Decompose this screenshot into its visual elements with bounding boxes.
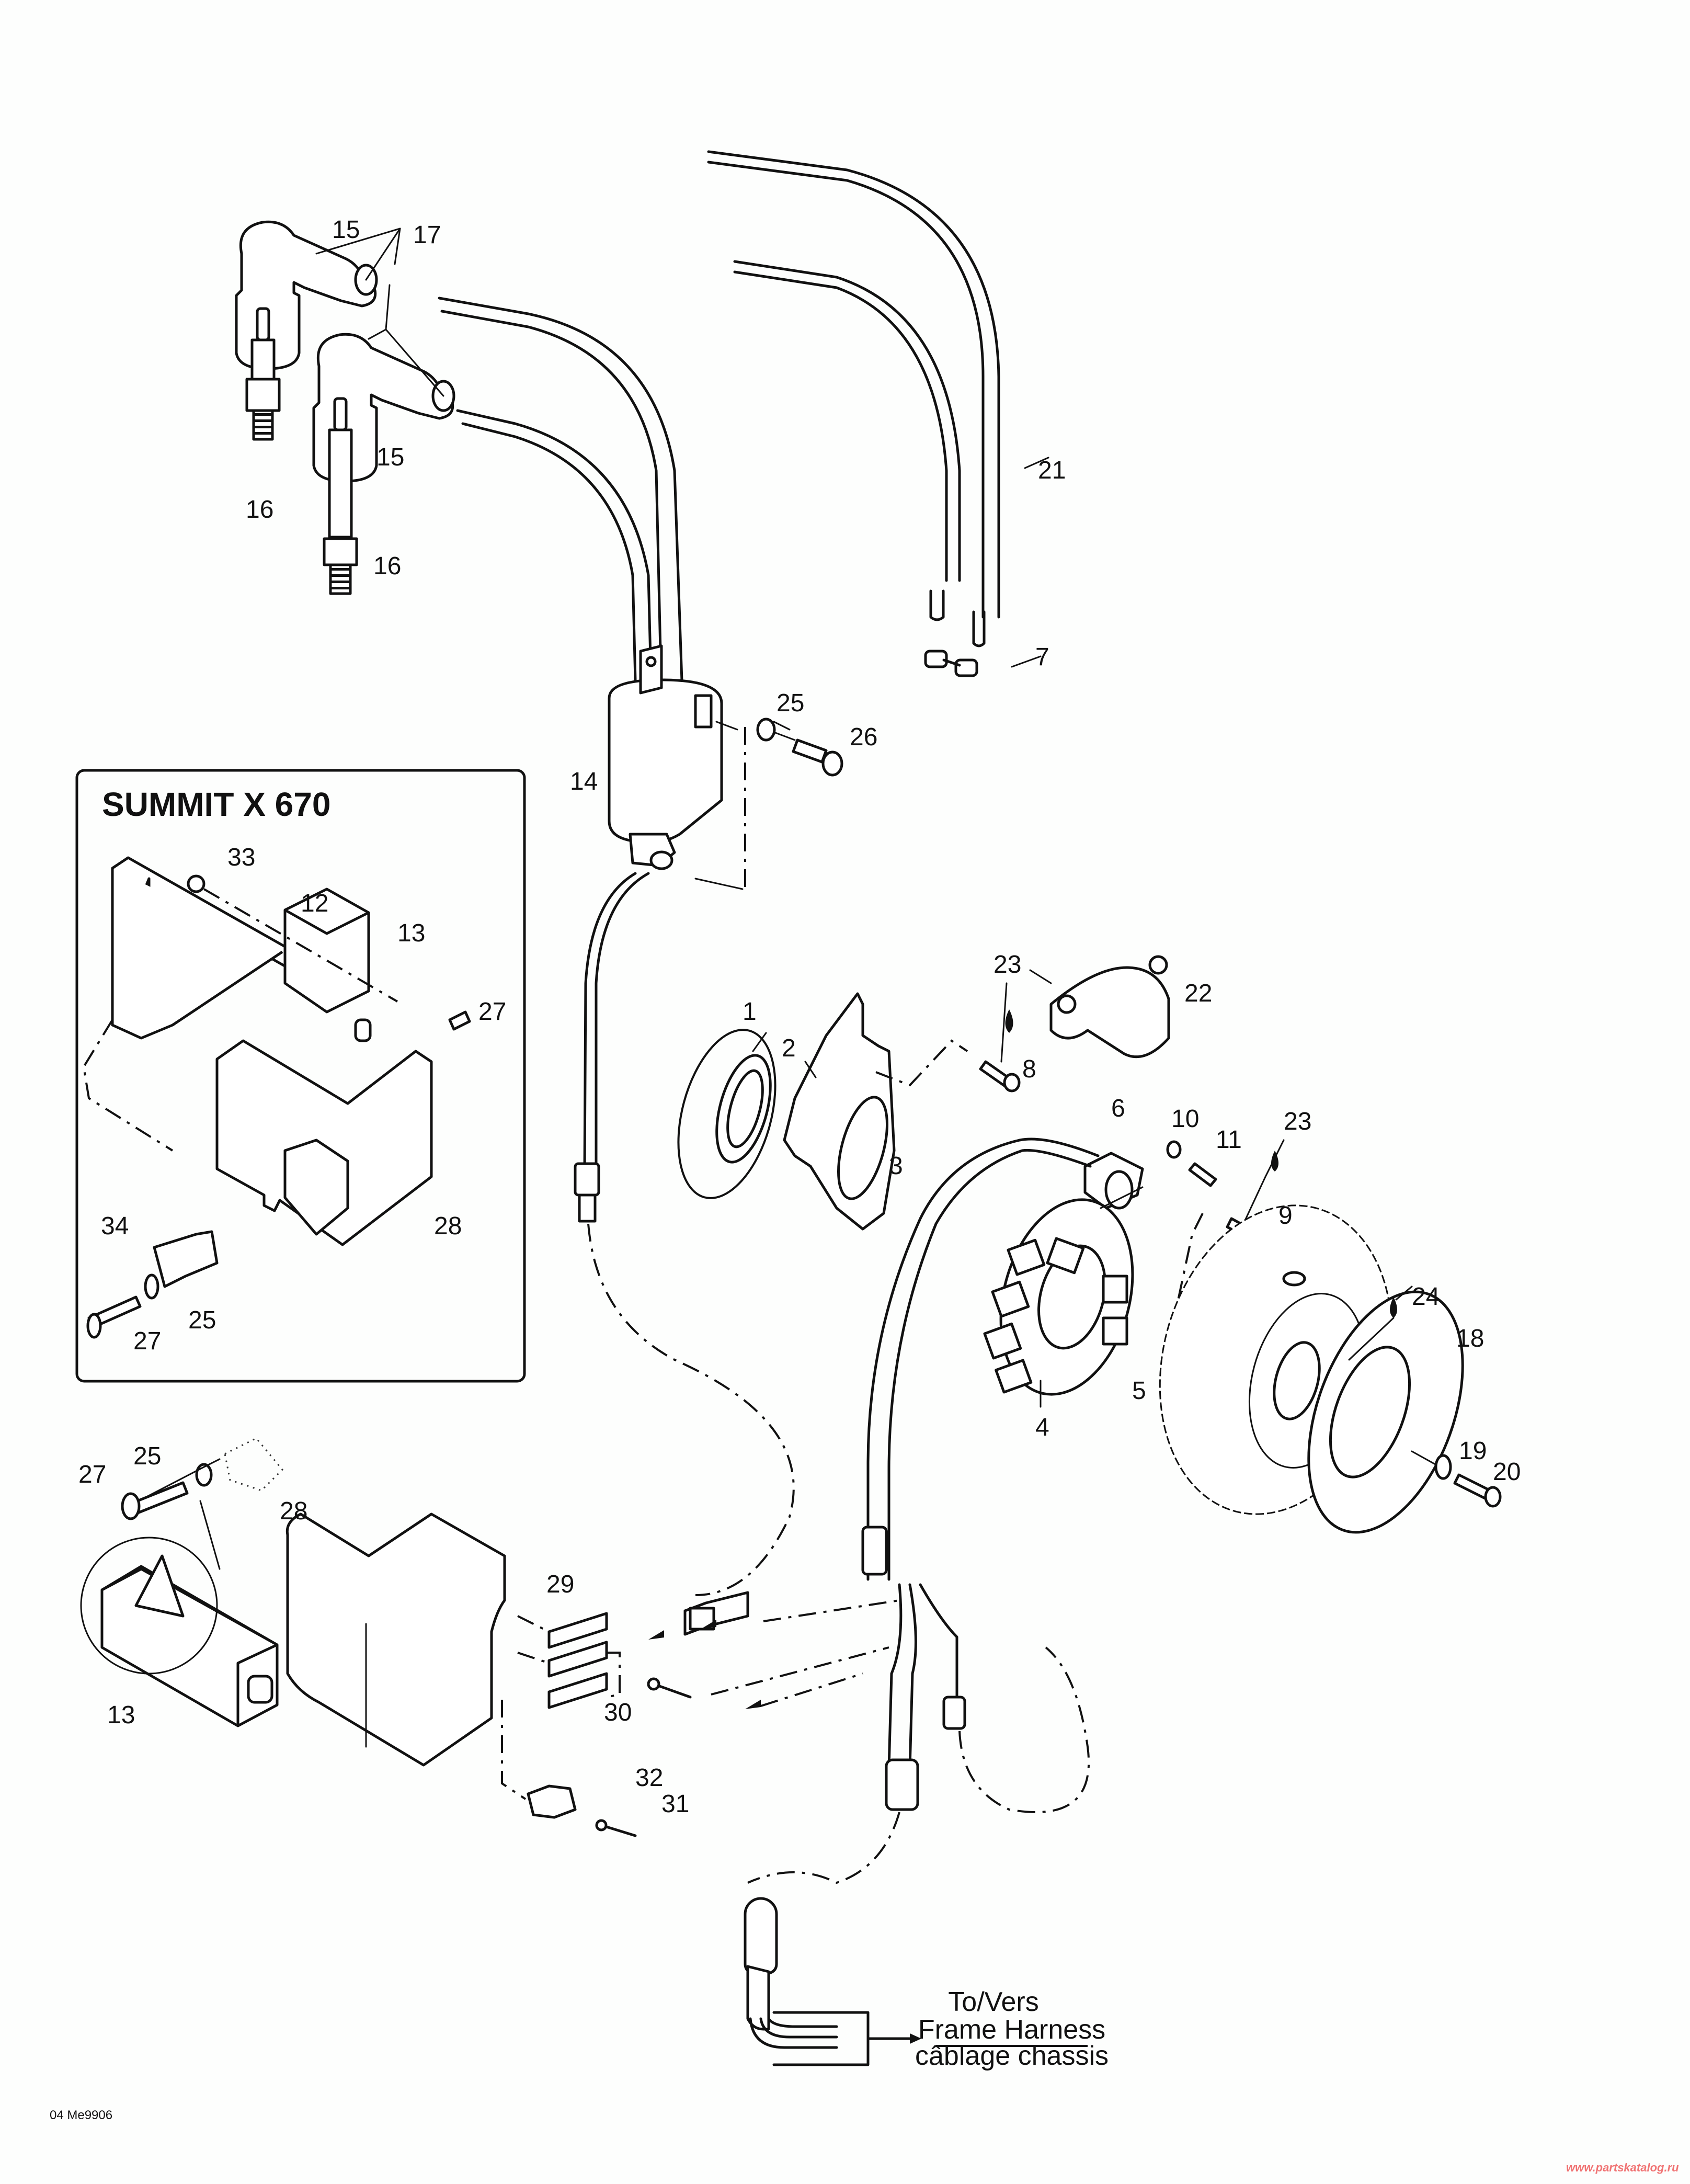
figure-id: 04 Me9906 bbox=[50, 2108, 112, 2122]
callout-26: 26 bbox=[850, 723, 877, 751]
callout-12: 12 bbox=[301, 890, 328, 917]
callout-17: 17 bbox=[413, 221, 441, 249]
callout-18: 18 bbox=[1456, 1325, 1484, 1352]
trigger-coil-6[interactable] bbox=[1083, 1152, 1144, 1210]
thread-locker-23-upper[interactable] bbox=[1005, 1009, 1013, 1033]
callout-25b: 25 bbox=[133, 1442, 161, 1470]
callout-21: 21 bbox=[1038, 457, 1066, 484]
callout-14: 14 bbox=[570, 768, 598, 795]
callout-29: 29 bbox=[546, 1571, 574, 1598]
thread-locker-24[interactable] bbox=[1390, 1297, 1397, 1318]
callout-2: 2 bbox=[782, 1034, 796, 1062]
magneto-housing-3[interactable] bbox=[783, 992, 897, 1231]
harness-note-line3: câblage chassis bbox=[915, 2041, 1109, 2071]
clip-32[interactable] bbox=[527, 1784, 577, 1819]
callout-11: 11 bbox=[1216, 1126, 1242, 1154]
callout-13a: 13 bbox=[107, 1701, 135, 1729]
callout-10: 10 bbox=[1171, 1105, 1199, 1133]
connector-housings-29[interactable] bbox=[547, 1612, 608, 1709]
tie-rap-31[interactable] bbox=[595, 1819, 637, 1837]
callout-23a: 23 bbox=[994, 951, 1021, 979]
screw-11[interactable] bbox=[1188, 1162, 1217, 1187]
harness-note-line1: To/Vers bbox=[948, 1987, 1038, 2017]
callout-32: 32 bbox=[635, 1764, 663, 1792]
callout-labels: 15 17 15 16 16 21 7 14 25 26 1 2 3 23 22… bbox=[78, 216, 1521, 1818]
high-tension-wire-21[interactable] bbox=[707, 150, 1000, 647]
callout-22: 22 bbox=[1184, 980, 1212, 1007]
callout-5: 5 bbox=[1132, 1377, 1146, 1405]
harness-connector-left[interactable] bbox=[861, 1526, 888, 1576]
callout-16a: 16 bbox=[246, 496, 273, 524]
screw-26-coil[interactable] bbox=[792, 738, 843, 777]
washer-10[interactable] bbox=[1166, 1140, 1182, 1159]
screw-27-lower[interactable] bbox=[121, 1481, 189, 1520]
inset-title: SUMMIT X 670 bbox=[102, 786, 330, 823]
spark-plug-upper[interactable] bbox=[245, 307, 281, 441]
callout-28b: 28 bbox=[434, 1212, 462, 1240]
callout-15b: 15 bbox=[376, 443, 404, 471]
callout-20: 20 bbox=[1493, 1458, 1521, 1486]
support-bracket-28[interactable] bbox=[286, 1512, 506, 1767]
frame-harness-connector[interactable] bbox=[744, 1897, 838, 2049]
high-tension-wires-coil bbox=[438, 297, 684, 697]
spark-plug-lower[interactable] bbox=[323, 397, 358, 595]
callout-24: 24 bbox=[1412, 1283, 1440, 1311]
stator-4[interactable] bbox=[980, 1185, 1153, 1409]
callout-28a: 28 bbox=[280, 1497, 307, 1525]
callout-27b: 27 bbox=[478, 998, 506, 1026]
washer-25-coil[interactable] bbox=[756, 718, 776, 742]
callout-34: 34 bbox=[101, 1212, 129, 1240]
washer-19[interactable] bbox=[1434, 1454, 1452, 1480]
callout-27c: 27 bbox=[133, 1327, 161, 1355]
callout-16b: 16 bbox=[373, 552, 401, 580]
callout-8: 8 bbox=[1022, 1055, 1036, 1083]
coil-connector[interactable] bbox=[574, 1162, 600, 1223]
callout-6: 6 bbox=[1111, 1095, 1125, 1122]
callout-31: 31 bbox=[661, 1790, 689, 1818]
callout-7: 7 bbox=[1035, 643, 1049, 671]
callout-13b: 13 bbox=[397, 919, 425, 947]
callout-25c: 25 bbox=[188, 1306, 216, 1334]
callout-4: 4 bbox=[1035, 1414, 1049, 1441]
callout-9: 9 bbox=[1278, 1202, 1293, 1230]
screw-8[interactable] bbox=[979, 1060, 1021, 1093]
callout-33: 33 bbox=[227, 844, 255, 871]
module-13[interactable] bbox=[80, 1537, 279, 1727]
oil-seal-2[interactable] bbox=[706, 1050, 780, 1168]
callout-3: 3 bbox=[889, 1152, 903, 1180]
o-ring-1[interactable] bbox=[661, 1019, 792, 1209]
callout-27a: 27 bbox=[78, 1461, 106, 1488]
cover-22[interactable] bbox=[1049, 955, 1170, 1059]
clamp-7[interactable] bbox=[924, 650, 978, 677]
callout-19: 19 bbox=[1459, 1437, 1487, 1465]
screw-20[interactable] bbox=[1453, 1473, 1502, 1508]
harness-connector-center[interactable] bbox=[683, 1591, 749, 1636]
callout-25a: 25 bbox=[777, 689, 804, 717]
watermark: www.partskatalog.ru bbox=[1566, 2161, 1679, 2174]
summit-x-670-inset bbox=[75, 769, 526, 1383]
harness-connector-right[interactable] bbox=[942, 1696, 966, 1730]
ignition-coil-14[interactable] bbox=[608, 644, 723, 870]
tie-rap-30[interactable] bbox=[647, 1677, 692, 1699]
callout-23b: 23 bbox=[1284, 1108, 1311, 1135]
callout-1: 1 bbox=[743, 998, 757, 1026]
callout-15a: 15 bbox=[332, 216, 360, 244]
harness-note-line2: Frame Harness bbox=[918, 2015, 1105, 2045]
callout-30: 30 bbox=[604, 1699, 632, 1726]
harness-grommet[interactable] bbox=[885, 1758, 919, 1811]
ring-gear-18[interactable] bbox=[1279, 1271, 1492, 1553]
